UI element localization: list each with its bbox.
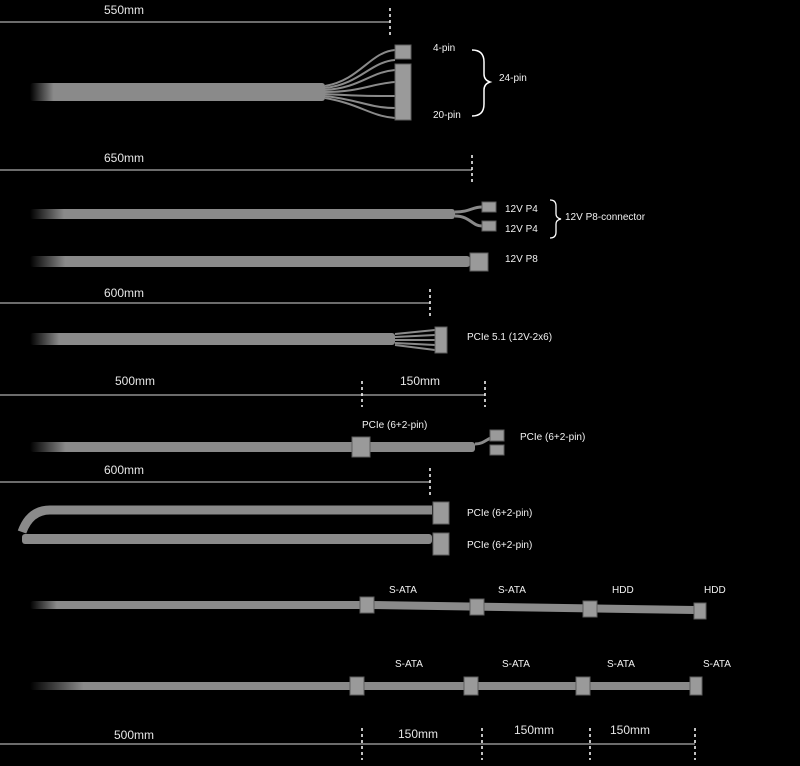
dimension-atx-label: 550mm <box>104 3 145 17</box>
pcie-daisy-end-plug <box>489 429 505 442</box>
label-sata-row1-1: S-ATA <box>389 585 417 596</box>
sata-dimensions <box>0 728 696 760</box>
label-sata-row1-2: S-ATA <box>498 585 526 596</box>
cpu-p4-plug-a <box>481 201 497 213</box>
pcie-dual-cable <box>0 468 450 556</box>
dimension-sata-ext2-label: 150mm <box>514 723 555 737</box>
brace-p8-connector <box>549 199 562 239</box>
cpu-p8-plug <box>469 252 489 272</box>
atx-cable <box>0 8 493 121</box>
cpu-p4-plug-b <box>481 220 497 232</box>
dimension-sata-main-label: 500mm <box>114 728 155 742</box>
pcie-dual-cable-top <box>17 505 432 534</box>
dimension-pcie51-label: 600mm <box>104 286 145 300</box>
pcie-daisy-end-plug-b <box>489 444 505 456</box>
label-pcie-dual-a: PCIe (6+2-pin) <box>467 508 533 519</box>
brace-24pin <box>471 49 493 117</box>
sata-row2-cable-body <box>30 682 700 690</box>
label-20pin: 20-pin <box>433 110 461 121</box>
dimension-pcie-daisy-main-label: 500mm <box>115 374 156 388</box>
pcie51-cable <box>0 289 448 354</box>
label-sata-row2-2: S-ATA <box>502 659 530 670</box>
pcie-daisy-cable <box>0 381 505 458</box>
label-12v-p4-b: 12V P4 <box>505 224 538 235</box>
pcie51-cable-body <box>30 333 395 345</box>
pcie51-plug <box>434 326 448 354</box>
label-pcie-daisy-mid: PCIe (6+2-pin) <box>362 420 428 431</box>
label-hdd-row1-1: HDD <box>612 585 634 596</box>
cpu-cables <box>0 155 562 272</box>
label-12v-p8-connector: 12V P8-connector <box>565 212 646 223</box>
atx-cable-body <box>30 83 325 101</box>
sata-row1-plug-1 <box>359 596 375 614</box>
label-24pin: 24-pin <box>499 73 527 84</box>
sata-row2-plug-4 <box>689 676 703 696</box>
sata-row2-cable <box>30 676 703 696</box>
dimension-pcie-daisy-ext-label: 150mm <box>400 374 441 388</box>
label-pcie-dual-b: PCIe (6+2-pin) <box>467 540 533 551</box>
pcie-dual-plug-a <box>432 501 450 525</box>
atx-20pin-plug <box>394 63 412 121</box>
cpu-p4-cable-body <box>30 209 455 219</box>
dimension-sata-ext1-label: 150mm <box>398 727 439 741</box>
atx-cable-fanout <box>324 49 396 119</box>
pcie-dual-plug-b <box>432 532 450 556</box>
label-hdd-row1-2: HDD <box>704 585 726 596</box>
sata-row2-plug-3 <box>575 676 591 696</box>
sata-row2-plug-1 <box>349 676 365 696</box>
label-12v-p4-a: 12V P4 <box>505 204 538 215</box>
label-sata-row2-1: S-ATA <box>395 659 423 670</box>
cpu-p8-cable-body <box>30 256 470 267</box>
sata-row1-cable <box>30 596 707 620</box>
pcie-daisy-cable-body <box>30 442 475 452</box>
pcie-dual-cable-bottom <box>22 534 432 544</box>
label-12v-p8: 12V P8 <box>505 254 538 265</box>
dimension-cpu-label: 650mm <box>104 151 145 165</box>
pcie-daisy-mid-plug <box>351 436 371 458</box>
hdd-row1-plug-2 <box>693 602 707 620</box>
dimension-sata-ext3-label: 150mm <box>610 723 651 737</box>
label-4pin: 4-pin <box>433 43 456 54</box>
sata-row1-plug-2 <box>469 598 485 616</box>
label-sata-row2-4: S-ATA <box>703 659 731 670</box>
label-sata-row2-3: S-ATA <box>607 659 635 670</box>
label-pcie-daisy-end: PCIe (6+2-pin) <box>520 432 586 443</box>
dimension-pcie-dual-label: 600mm <box>104 463 145 477</box>
sata-row2-plug-2 <box>463 676 479 696</box>
hdd-row1-plug-1 <box>582 600 598 618</box>
label-pcie51: PCIe 5.1 (12V-2x6) <box>467 332 553 343</box>
sata-row1-cable-body <box>30 601 365 609</box>
atx-4pin-plug <box>394 44 412 60</box>
